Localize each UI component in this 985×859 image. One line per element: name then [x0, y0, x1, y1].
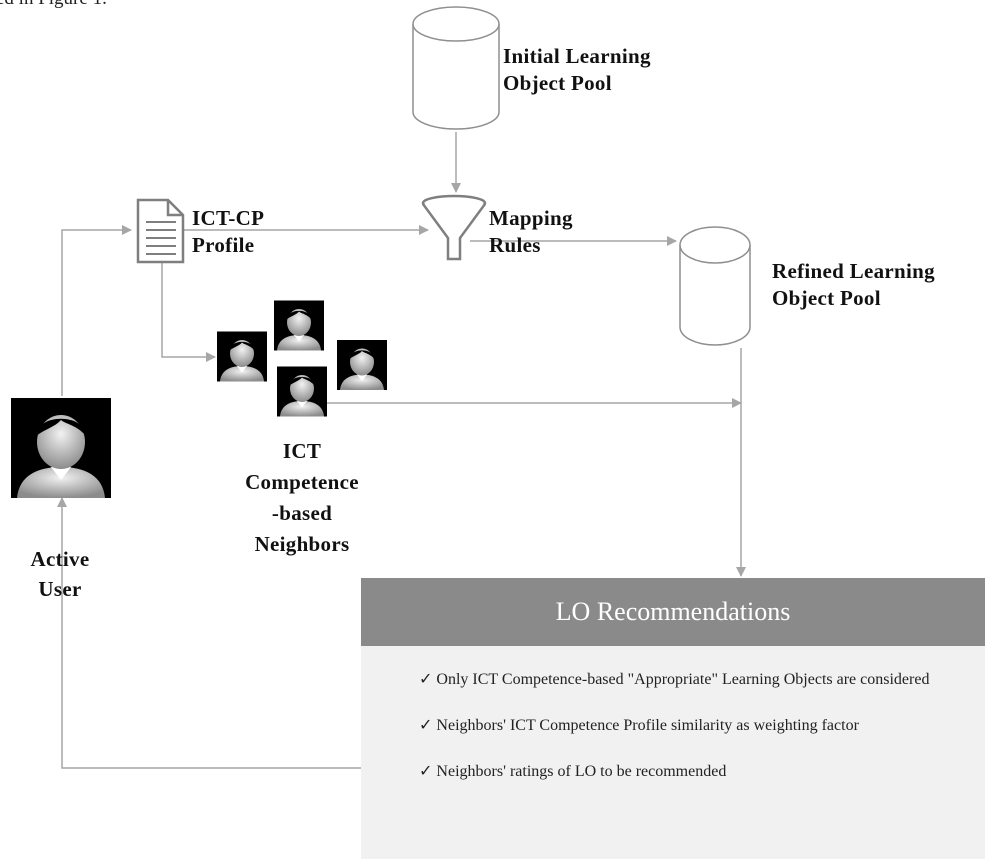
- recommendation-item: ✓ Only ICT Competence-based "Appropriate…: [419, 671, 930, 688]
- caption-fragment: ed in Figure 1.: [0, 0, 107, 10]
- profile-label-line: Profile: [192, 233, 255, 257]
- user-avatar-icon: [217, 331, 267, 382]
- recommendations-list: ✓ Only ICT Competence-based "Appropriate…: [361, 646, 985, 784]
- profile-label-line: ICT-CP: [192, 206, 265, 230]
- active-user-label: Active User: [10, 544, 110, 604]
- arrow-profile-to-neighbors: [161, 262, 216, 362]
- funnel-icon: [421, 194, 487, 261]
- refined-pool-label: Refined Learning Object Pool: [772, 258, 935, 312]
- profile-label: ICT-CP Profile: [192, 205, 264, 259]
- refined-pool-label-line: Refined Learning: [772, 259, 935, 283]
- recommendation-item: ✓ Neighbors' ICT Competence Profile simi…: [419, 717, 859, 734]
- recommendations-panel: LO Recommendations ✓ Only ICT Competence…: [361, 578, 985, 859]
- user-avatar-icon: [277, 366, 327, 417]
- arrow-recommendations-to-user: [57, 497, 361, 769]
- mapping-rules-label-line: Rules: [489, 233, 541, 257]
- database-icon: [412, 6, 500, 130]
- neighbors-label-line: -based: [271, 501, 333, 525]
- mapping-rules-label-line: Mapping: [489, 206, 573, 230]
- database-icon: [679, 226, 751, 346]
- refined-pool-label-line: Object Pool: [772, 286, 881, 310]
- arrow-user-to-profile: [61, 225, 132, 396]
- recommendation-item: ✓ Neighbors' ratings of LO to be recomme…: [419, 763, 727, 780]
- neighbors-label: ICT Competence -based Neighbors: [212, 436, 392, 560]
- user-avatar-icon: [11, 398, 111, 498]
- neighbors-label-line: ICT: [282, 439, 322, 463]
- active-user-label-line: User: [38, 577, 82, 601]
- mapping-rules-label: Mapping Rules: [489, 205, 573, 259]
- active-user-label-line: Active: [30, 547, 90, 571]
- user-avatar-icon: [274, 300, 324, 351]
- recommendations-title: LO Recommendations: [361, 578, 985, 646]
- user-avatar-icon: [337, 340, 387, 390]
- initial-pool-label: Initial Learning Object Pool: [503, 43, 651, 97]
- neighbors-label-line: Competence: [245, 470, 359, 494]
- neighbors-label-line: Neighbors: [254, 532, 350, 556]
- initial-pool-label-line: Object Pool: [503, 71, 612, 95]
- document-icon: [136, 198, 185, 264]
- initial-pool-label-line: Initial Learning: [503, 44, 651, 68]
